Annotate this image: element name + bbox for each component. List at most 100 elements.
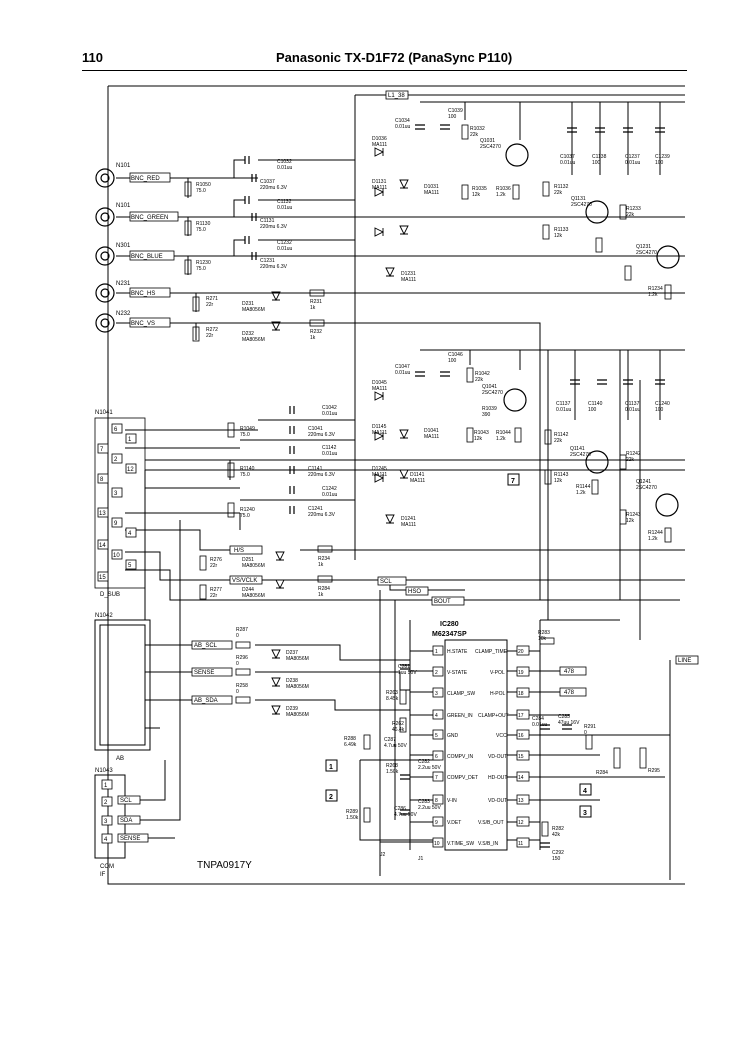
net-label: BNC_GREEN: [131, 215, 168, 221]
svg-text:13: 13: [99, 511, 106, 517]
svg-text:22k: 22k: [470, 132, 479, 138]
svg-text:1.2k: 1.2k: [496, 436, 506, 442]
svg-text:MA8056M: MA8056M: [242, 563, 265, 569]
svg-text:3: 3: [114, 491, 118, 497]
svg-text:C1138: C1138: [592, 154, 607, 160]
svg-text:MA111: MA111: [372, 430, 387, 436]
svg-text:1: 1: [435, 649, 438, 655]
svg-text:75.0: 75.0: [240, 432, 250, 438]
svg-text:1uu 50V: 1uu 50V: [398, 670, 417, 676]
svg-text:8: 8: [435, 798, 438, 804]
svg-text:220mu 6.3V: 220mu 6.3V: [260, 224, 288, 230]
svg-text:22r: 22r: [210, 593, 218, 599]
svg-text:220mu 6.3V: 220mu 6.3V: [308, 472, 336, 478]
com-ref: N1043: [95, 768, 113, 774]
net-label: SDA: [120, 818, 132, 824]
svg-text:22r: 22r: [206, 333, 214, 339]
svg-text:C1137: C1137: [625, 401, 640, 407]
svg-text:2SC4270: 2SC4270: [480, 144, 501, 150]
svg-text:4.7uu 50V: 4.7uu 50V: [384, 743, 407, 749]
svg-text:R284: R284: [596, 770, 608, 776]
svg-text:C282: C282: [418, 759, 430, 765]
svg-text:0.01uu: 0.01uu: [322, 492, 338, 498]
q1031-transistor: [505, 143, 529, 167]
svg-text:R232: R232: [310, 329, 322, 335]
svg-text:MA111: MA111: [372, 386, 387, 392]
ic-ref: IC280: [440, 621, 459, 628]
net-label: HSO: [408, 589, 421, 595]
svg-text:R1142: R1142: [554, 432, 569, 438]
svg-text:H.STATE: H.STATE: [447, 649, 468, 655]
svg-text:C287: C287: [384, 737, 396, 743]
svg-text:MA8056M: MA8056M: [242, 337, 265, 343]
svg-text:D1241: D1241: [401, 516, 416, 522]
svg-text:D238: D238: [286, 678, 298, 684]
svg-text:GND: GND: [447, 733, 459, 739]
svg-text:0.01uu: 0.01uu: [556, 407, 572, 413]
svg-text:R287: R287: [236, 627, 248, 633]
svg-text:22k: 22k: [475, 377, 484, 383]
q1141-transistor: [585, 450, 609, 474]
svg-text:22k: 22k: [554, 190, 563, 196]
svg-text:220mu 6.3V: 220mu 6.3V: [308, 512, 336, 518]
svg-text:C1042: C1042: [322, 405, 337, 411]
svg-text:D1145: D1145: [372, 424, 387, 430]
svg-text:R272: R272: [206, 327, 218, 333]
svg-text:0.01uu: 0.01uu: [322, 411, 338, 417]
svg-text:R1042: R1042: [475, 371, 490, 377]
svg-text:9: 9: [114, 521, 118, 527]
svg-text:V.TIME_SW: V.TIME_SW: [447, 841, 474, 847]
svg-text:2SC4270: 2SC4270: [571, 202, 592, 208]
svg-text:75.0: 75.0: [196, 227, 206, 233]
svg-text:15: 15: [99, 575, 106, 581]
svg-text:MA8056M: MA8056M: [242, 307, 265, 313]
svg-text:C1137: C1137: [556, 401, 571, 407]
svg-text:R289: R289: [346, 809, 358, 815]
svg-text:R268: R268: [386, 763, 398, 769]
svg-text:D1141: D1141: [410, 472, 425, 478]
svg-text:0.01uu: 0.01uu: [395, 370, 411, 376]
svg-text:2SC4270: 2SC4270: [482, 390, 503, 396]
svg-text:10: 10: [434, 841, 440, 847]
svg-text:C1240: C1240: [655, 401, 670, 407]
svg-text:12k: 12k: [554, 233, 563, 239]
svg-text:C1231: C1231: [260, 258, 275, 264]
net-label: H/S: [234, 548, 244, 554]
svg-text:1.2k: 1.2k: [496, 192, 506, 198]
svg-text:100: 100: [592, 160, 601, 166]
net-label: 478: [564, 669, 575, 675]
svg-text:MA8056M: MA8056M: [242, 593, 265, 599]
svg-text:2: 2: [329, 794, 333, 801]
net-label: SENSE: [194, 670, 214, 676]
svg-text:C1237: C1237: [625, 154, 640, 160]
svg-text:D244: D244: [242, 587, 254, 593]
ref-label: N301: [116, 243, 131, 249]
com-label: COM: [100, 864, 114, 870]
svg-text:7: 7: [435, 775, 438, 781]
svg-text:R296: R296: [236, 655, 248, 661]
svg-text:C1142: C1142: [322, 445, 337, 451]
svg-text:19: 19: [518, 670, 524, 676]
svg-text:0.01uu: 0.01uu: [277, 165, 293, 171]
svg-text:1.50k: 1.50k: [386, 769, 399, 775]
svg-text:0: 0: [236, 661, 239, 667]
svg-text:R1132: R1132: [554, 184, 569, 190]
svg-text:R258: R258: [236, 683, 248, 689]
svg-text:1k: 1k: [318, 592, 324, 598]
svg-text:CLAMP_SW: CLAMP_SW: [447, 691, 475, 697]
svg-text:V.S/B_IN: V.S/B_IN: [478, 841, 498, 847]
svg-text:CLAMP+OUT: CLAMP+OUT: [478, 713, 509, 719]
svg-text:C1032: C1032: [277, 159, 292, 165]
top-rail-wire: [354, 94, 685, 560]
svg-text:0.01uu: 0.01uu: [277, 205, 293, 211]
svg-text:0.01uu: 0.01uu: [625, 160, 641, 166]
svg-text:R1039: R1039: [482, 406, 497, 412]
svg-text:C1046: C1046: [448, 352, 463, 358]
svg-text:75.0: 75.0: [240, 472, 250, 478]
svg-text:4: 4: [104, 837, 108, 843]
svg-text:D1041: D1041: [424, 428, 439, 434]
svg-text:1k: 1k: [310, 335, 316, 341]
svg-text:390: 390: [482, 412, 491, 418]
svg-text:D1036: D1036: [372, 136, 387, 142]
page-title: Panasonic TX-D1F72 (PanaSync P110): [276, 50, 513, 65]
